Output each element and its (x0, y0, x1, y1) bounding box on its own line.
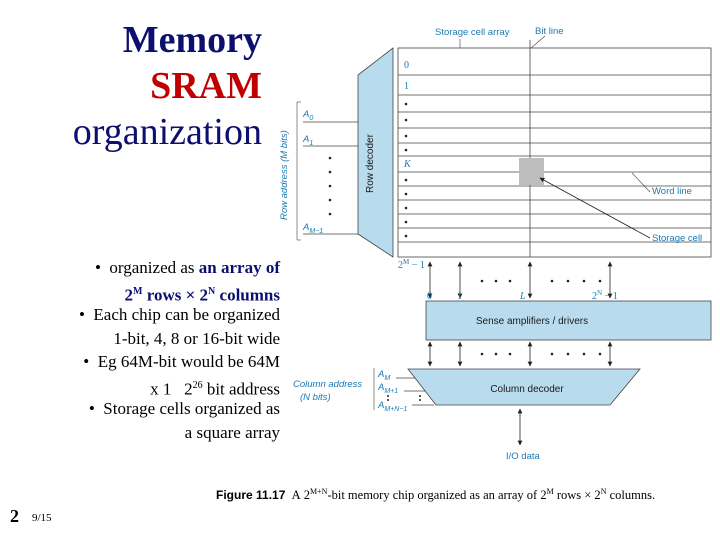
column-address-am1: AM+1 (377, 382, 398, 395)
bullet-3-text: Eg 64M-bit would be 64M (97, 352, 280, 371)
row-decoder-label: Row decoder (365, 133, 376, 193)
bullet-3-cont: x 1 226 bit address (150, 379, 280, 399)
figure-number: Figure 11.17 (216, 488, 286, 503)
word-line-label: Word line (652, 186, 692, 197)
column-arrows-bottom (427, 341, 613, 367)
row-label-last: 2M − 1 (398, 258, 425, 271)
column-ellipsis-top (480, 279, 602, 283)
bullet-4-text: Storage cells organized as (103, 399, 280, 418)
col-label-0: 0 (427, 291, 432, 302)
bullet-2: • Each chip can be organized (78, 305, 280, 324)
bit-line-label: Bit line (535, 26, 564, 37)
bullet-2-text: Each chip can be organized (93, 305, 280, 324)
word-lines (398, 74, 711, 243)
address-ellipsis-dots (328, 156, 332, 216)
bullet-3: • Eg 64M-bit would be 64M (83, 352, 280, 371)
row-decoder-block (357, 47, 394, 258)
storage-cell-label: Storage cell (652, 233, 702, 244)
row-address-label: Row address (M bits) (279, 130, 290, 220)
bullet-2-cont: 1-bit, 4, 8 or 16-bit wide (113, 328, 280, 348)
row-label-1: 1 (404, 81, 409, 92)
row-label-0: 0 (404, 60, 409, 71)
storage-cell-highlight (519, 158, 544, 185)
page-number: 2 (10, 506, 19, 526)
io-data-label: I/O data (506, 451, 541, 462)
bullet-4-cont: a square array (184, 422, 280, 442)
column-address-am: AM (377, 369, 390, 382)
title-line-organization: organization (72, 111, 262, 153)
column-decoder-block (407, 368, 641, 406)
column-address-bits-label: (N bits) (300, 392, 331, 403)
storage-cell-array (397, 47, 712, 258)
bullet-1-text: organized as (109, 258, 199, 277)
column-address-amn1: AM+N−1 (377, 400, 407, 413)
column-arrows-top (427, 261, 613, 299)
bullet-4: • Storage cells organized as (88, 399, 280, 418)
figure-caption: Figure 11.17 A 2M+N-bit memory chip orga… (216, 487, 656, 503)
column-address-dots (387, 395, 421, 401)
column-decoder-label: Column decoder (490, 384, 564, 395)
col-label-l: L (519, 291, 526, 302)
sense-amplifiers-block (425, 300, 712, 341)
row-address-a1: A1 (302, 134, 313, 147)
row-label-k: K (403, 159, 412, 170)
column-ellipsis-bottom (480, 352, 602, 356)
bullet-1-highlight: an array of (198, 258, 280, 277)
sense-amplifiers-label: Sense amplifiers / drivers (476, 316, 588, 327)
title-line-memory: Memory (122, 19, 262, 61)
page-date: 9/15 (32, 512, 52, 524)
col-label-last: 2N − 1 (592, 289, 618, 302)
row-address-am1: AM−1 (302, 222, 323, 235)
column-input-lines (396, 377, 434, 406)
title-line-sram: SRAM (150, 65, 262, 107)
row-ellipsis-dots (404, 102, 408, 238)
bullet-1: • organized as an array of (94, 258, 280, 277)
storage-cell-array-label: Storage cell array (435, 27, 510, 38)
row-address-a0: A0 (302, 109, 313, 122)
col-label-1: 1 (457, 291, 462, 302)
storage-cell-arrow (539, 177, 651, 239)
bullet-1-cont: 2M rows × 2N columns (124, 285, 280, 305)
column-address-label: Column address (293, 379, 362, 390)
